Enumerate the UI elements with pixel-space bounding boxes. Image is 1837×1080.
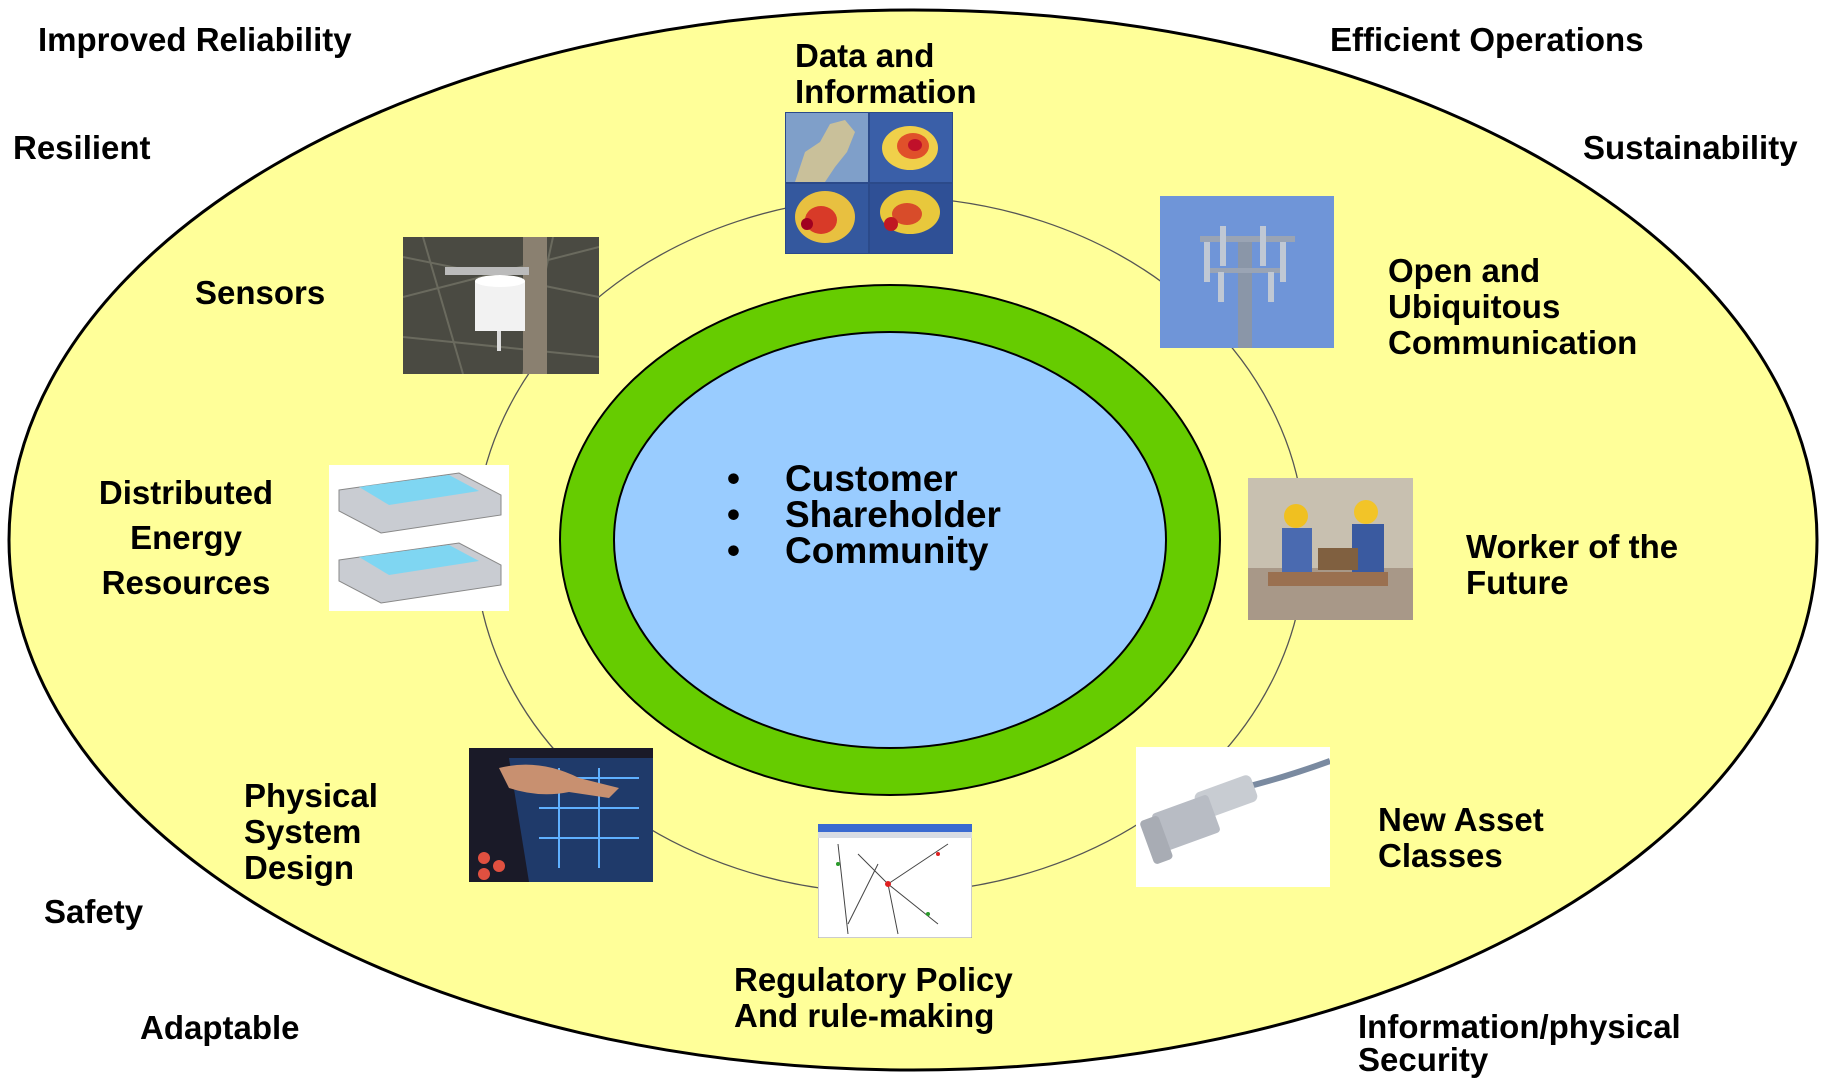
label-sensors: Sensors [195, 274, 326, 311]
label-data-information-line1: Data and [795, 37, 935, 74]
label-physical-design-line2: System [244, 813, 362, 850]
label-worker-future-line1: Worker of the [1466, 528, 1679, 565]
power-units-photo [329, 465, 509, 611]
label-worker-future: Worker of the Future [1466, 529, 1678, 601]
center-item-customer: • Customer [727, 458, 958, 499]
label-new-asset: New Asset Classes [1378, 802, 1544, 874]
center-item-shareholder-text: Shareholder [785, 494, 1001, 535]
center-item-community-text: Community [785, 530, 989, 571]
center-item-customer-text: Customer [785, 458, 958, 499]
label-information-security: Information/physical Security [1358, 1010, 1681, 1076]
label-improved-reliability: Improved Reliability [38, 21, 352, 58]
label-der-line2: Energy [130, 519, 242, 556]
touchscreen-design-photo [469, 748, 653, 882]
label-safety: Safety [44, 893, 144, 930]
label-regulatory-line1: Regulatory Policy [734, 961, 1013, 998]
label-new-asset-line1: New Asset [1378, 801, 1544, 838]
label-physical-design: Physical System Design [244, 778, 378, 886]
label-open-communication-line2: Ubiquitous [1388, 288, 1561, 325]
cell-tower-photo [1160, 196, 1334, 348]
label-sustainability: Sustainability [1583, 129, 1798, 166]
label-new-asset-line2: Classes [1378, 837, 1503, 874]
label-resilient: Resilient [13, 129, 151, 166]
label-information-security-line2: Security [1358, 1041, 1489, 1078]
label-physical-design-line1: Physical [244, 777, 378, 814]
label-adaptable: Adaptable [140, 1009, 300, 1046]
field-workers-photo [1248, 478, 1413, 620]
label-der-line3: Resources [101, 564, 271, 601]
blue-core [613, 331, 1167, 749]
label-data-information: Data and Information [795, 38, 976, 110]
label-regulatory: Regulatory Policy And rule-making [734, 962, 1013, 1034]
label-open-communication: Open and Ubiquitous Communication [1388, 253, 1637, 361]
bullet-dot: • [727, 494, 740, 535]
label-information-security-line1: Information/physical [1358, 1008, 1681, 1045]
label-open-communication-line1: Open and [1388, 252, 1541, 289]
label-der: Distributed Energy Resources [88, 470, 284, 605]
label-open-communication-line3: Communication [1388, 324, 1638, 361]
pole-sensor-photo [403, 237, 599, 374]
label-data-information-line2: Information [795, 73, 977, 110]
label-der-line1: Distributed [98, 474, 274, 511]
label-efficient-operations: Efficient Operations [1330, 21, 1644, 58]
heat-map-images [785, 112, 953, 254]
bullet-dot: • [727, 530, 740, 571]
center-item-shareholder: • Shareholder [727, 494, 1001, 535]
network-software-screenshot [818, 824, 972, 938]
bullet-dot: • [727, 458, 740, 499]
label-physical-design-line3: Design [244, 849, 355, 886]
center-item-community: • Community [727, 530, 989, 571]
label-regulatory-line2: And rule-making [734, 997, 995, 1034]
sensor-probe-photo [1136, 747, 1330, 887]
label-worker-future-line2: Future [1466, 564, 1569, 601]
